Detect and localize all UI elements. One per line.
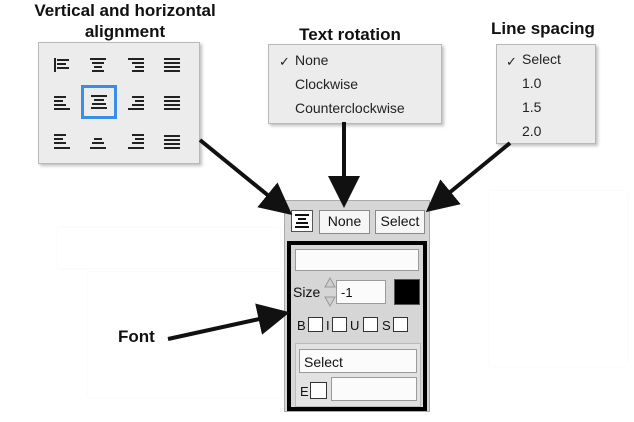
format-widget: None Select Size -1 B I U S Select E <box>284 200 430 412</box>
align-right-icon <box>128 134 144 149</box>
align-bottom-justify-button[interactable] <box>158 127 188 153</box>
align-center-icon <box>90 138 106 149</box>
strike-label: S <box>382 318 391 333</box>
align-middle-right-button[interactable] <box>122 89 152 115</box>
rotation-option-counterclockwise[interactable]: Counterclockwise <box>295 100 405 116</box>
align-left-icon <box>54 58 69 72</box>
size-label: Size <box>293 284 321 300</box>
underline-label: U <box>350 318 360 333</box>
spacing-option-1-0[interactable]: 1.0 <box>522 75 542 91</box>
spacing-title: Line spacing <box>491 19 595 38</box>
align-justify-icon <box>164 58 180 72</box>
e-checkbox[interactable] <box>310 382 327 399</box>
align-center-icon <box>295 214 309 228</box>
underline-checkbox[interactable] <box>363 317 378 332</box>
font-select-dropdown[interactable]: Select <box>299 349 417 373</box>
align-center-icon <box>91 95 107 109</box>
align-justify-icon <box>164 96 180 110</box>
rotation-check-mark: ✓ <box>279 54 290 69</box>
align-top-justify-button[interactable] <box>158 53 188 79</box>
rotation-toolbar-dropdown[interactable]: None <box>319 210 370 234</box>
rotation-option-none[interactable]: None <box>295 52 329 68</box>
arrow-spacing <box>425 141 512 213</box>
e-label: E <box>300 384 309 399</box>
align-bottom-center-button[interactable] <box>84 127 114 153</box>
rotation-option-clockwise[interactable]: Clockwise <box>295 76 359 92</box>
spacing-option-1-5[interactable]: 1.5 <box>522 99 542 115</box>
font-color-swatch[interactable] <box>394 279 420 305</box>
align-top-right-button[interactable] <box>122 53 152 79</box>
spacing-option-select[interactable]: Select <box>522 51 561 67</box>
size-stepper[interactable] <box>324 276 336 308</box>
align-center-icon <box>90 58 106 72</box>
size-input[interactable]: -1 <box>336 280 386 304</box>
spacing-toolbar-dropdown[interactable]: Select <box>375 210 425 234</box>
bold-checkbox[interactable] <box>308 317 323 332</box>
rotation-title: Text rotation <box>299 25 401 44</box>
italic-label: I <box>326 318 330 333</box>
align-middle-justify-button[interactable] <box>158 89 188 115</box>
arrow-alignment <box>198 138 293 216</box>
font-title: Font <box>118 327 155 346</box>
stepper-arrows-icon <box>324 276 336 308</box>
align-top-center-button[interactable] <box>84 53 114 79</box>
align-middle-center-button[interactable] <box>81 85 117 119</box>
align-top-left-button[interactable] <box>48 53 78 79</box>
font-panel: Size -1 B I U S Select E <box>287 241 427 411</box>
spacing-option-2-0[interactable]: 2.0 <box>522 123 542 139</box>
strike-checkbox[interactable] <box>393 317 408 332</box>
align-left-icon <box>54 134 70 149</box>
spacing-check-mark: ✓ <box>506 54 517 69</box>
alignment-toolbar-button[interactable] <box>291 210 313 232</box>
alignment-title: Vertical and horizontal alignment <box>34 1 216 41</box>
align-bottom-right-button[interactable] <box>122 127 152 153</box>
font-sub-panel: Select E <box>295 343 421 407</box>
rotation-menu: ✓ None Clockwise Counterclockwise <box>268 44 442 124</box>
align-left-icon <box>54 96 70 110</box>
alignment-grid-panel <box>38 42 200 164</box>
align-right-icon <box>128 58 144 72</box>
align-bottom-left-button[interactable] <box>48 127 78 153</box>
font-name-input[interactable] <box>295 249 419 271</box>
e-input[interactable] <box>331 377 417 401</box>
spacing-menu: ✓ Select 1.0 1.5 2.0 <box>496 44 596 144</box>
italic-checkbox[interactable] <box>332 317 347 332</box>
align-right-icon <box>128 96 144 110</box>
background-block <box>57 228 280 268</box>
align-middle-left-button[interactable] <box>48 89 78 115</box>
background-block <box>489 191 627 366</box>
bold-label: B <box>297 318 306 333</box>
arrow-font <box>167 303 290 341</box>
align-justify-icon <box>164 135 180 149</box>
